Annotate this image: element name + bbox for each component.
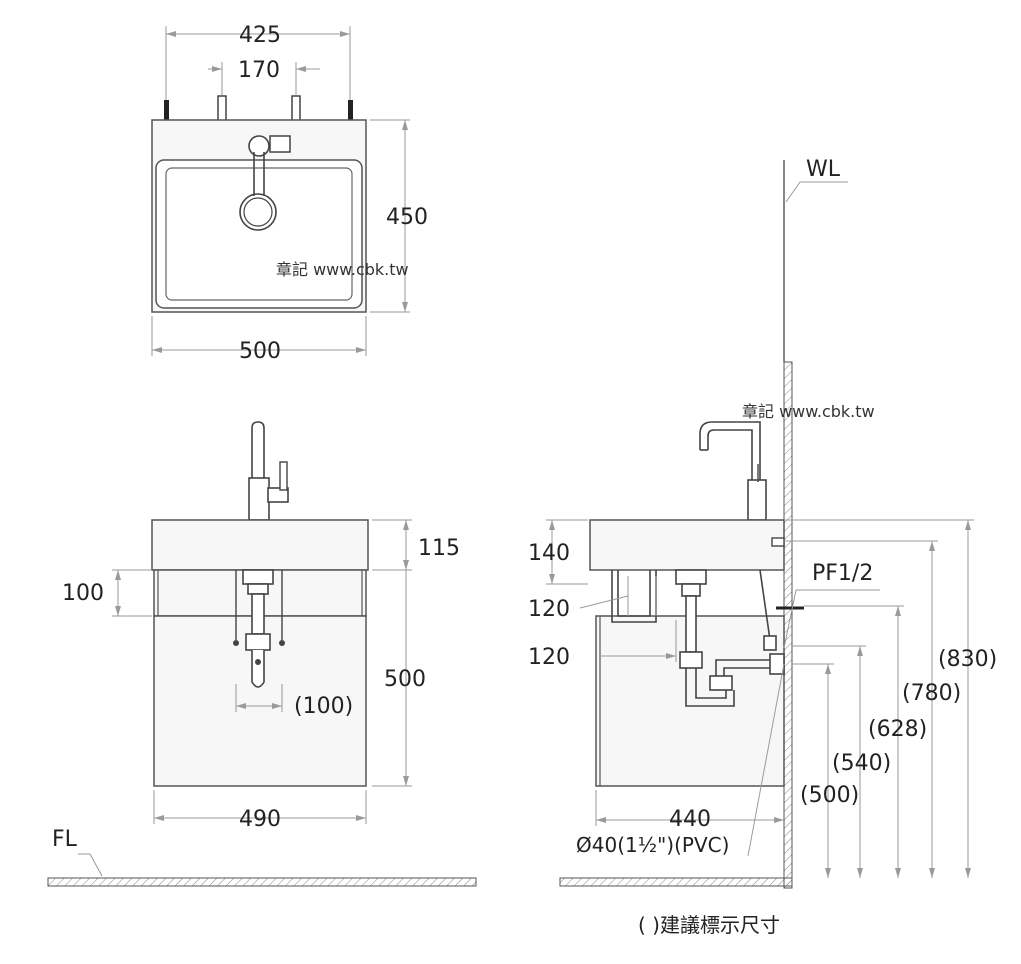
top-view: 425 170 450 [151,23,428,364]
dim-cabinet-depth: 440 [669,807,711,832]
dim-side-120-b: 120 [528,645,570,670]
wall-bracket-right [348,100,353,130]
dim-trap-offset: (100) [294,694,353,719]
watermark-top: 章記 www.cbk.tw [276,260,409,279]
wall-section [783,361,793,889]
faucet-body-side [747,479,767,521]
dim-basin-thickness: 115 [418,536,460,561]
legend-note: ( )建議標示尺寸 [638,913,780,937]
dim-height-500: (500) [800,783,859,808]
drain-circle-icon [239,193,277,231]
dim-height-540: (540) [832,751,891,776]
label-pf12: PF1/2 [812,561,873,586]
dim-side-120-a: 120 [528,597,570,622]
dim-faucet-spacing: 170 [238,58,280,83]
dim-top-width: 425 [239,23,281,48]
front-view: 115 500 100 (100) 490 [62,421,460,832]
faucet-handle-top [269,135,291,153]
dim-cabinet-width: 490 [239,807,281,832]
basin-slab-side [589,519,785,571]
dim-side-140: 140 [528,541,570,566]
wall-label: WL [806,157,841,182]
dim-height-780: (780) [902,681,961,706]
basin-slab-front [151,519,369,571]
dim-height-830: (830) [938,647,997,672]
dim-top-width-500: 500 [239,339,281,364]
label-drain-pipe: Ø40(1½")(PVC) [576,833,729,857]
faucet-base-icon [248,135,270,157]
wall-bracket-left [164,100,169,130]
floor: FL [47,827,793,887]
side-view: WL 140 [528,157,997,889]
dim-cabinet-height: 500 [384,667,426,692]
dim-height-628: (628) [868,717,927,742]
faucet-body-front [248,477,270,521]
basin-bowl-inner [165,167,353,301]
dim-top-depth: 450 [386,205,428,230]
floor-label: FL [52,827,78,852]
watermark-side: 章記 www.cbk.tw [742,402,875,421]
dim-apron-height: 100 [62,581,104,606]
